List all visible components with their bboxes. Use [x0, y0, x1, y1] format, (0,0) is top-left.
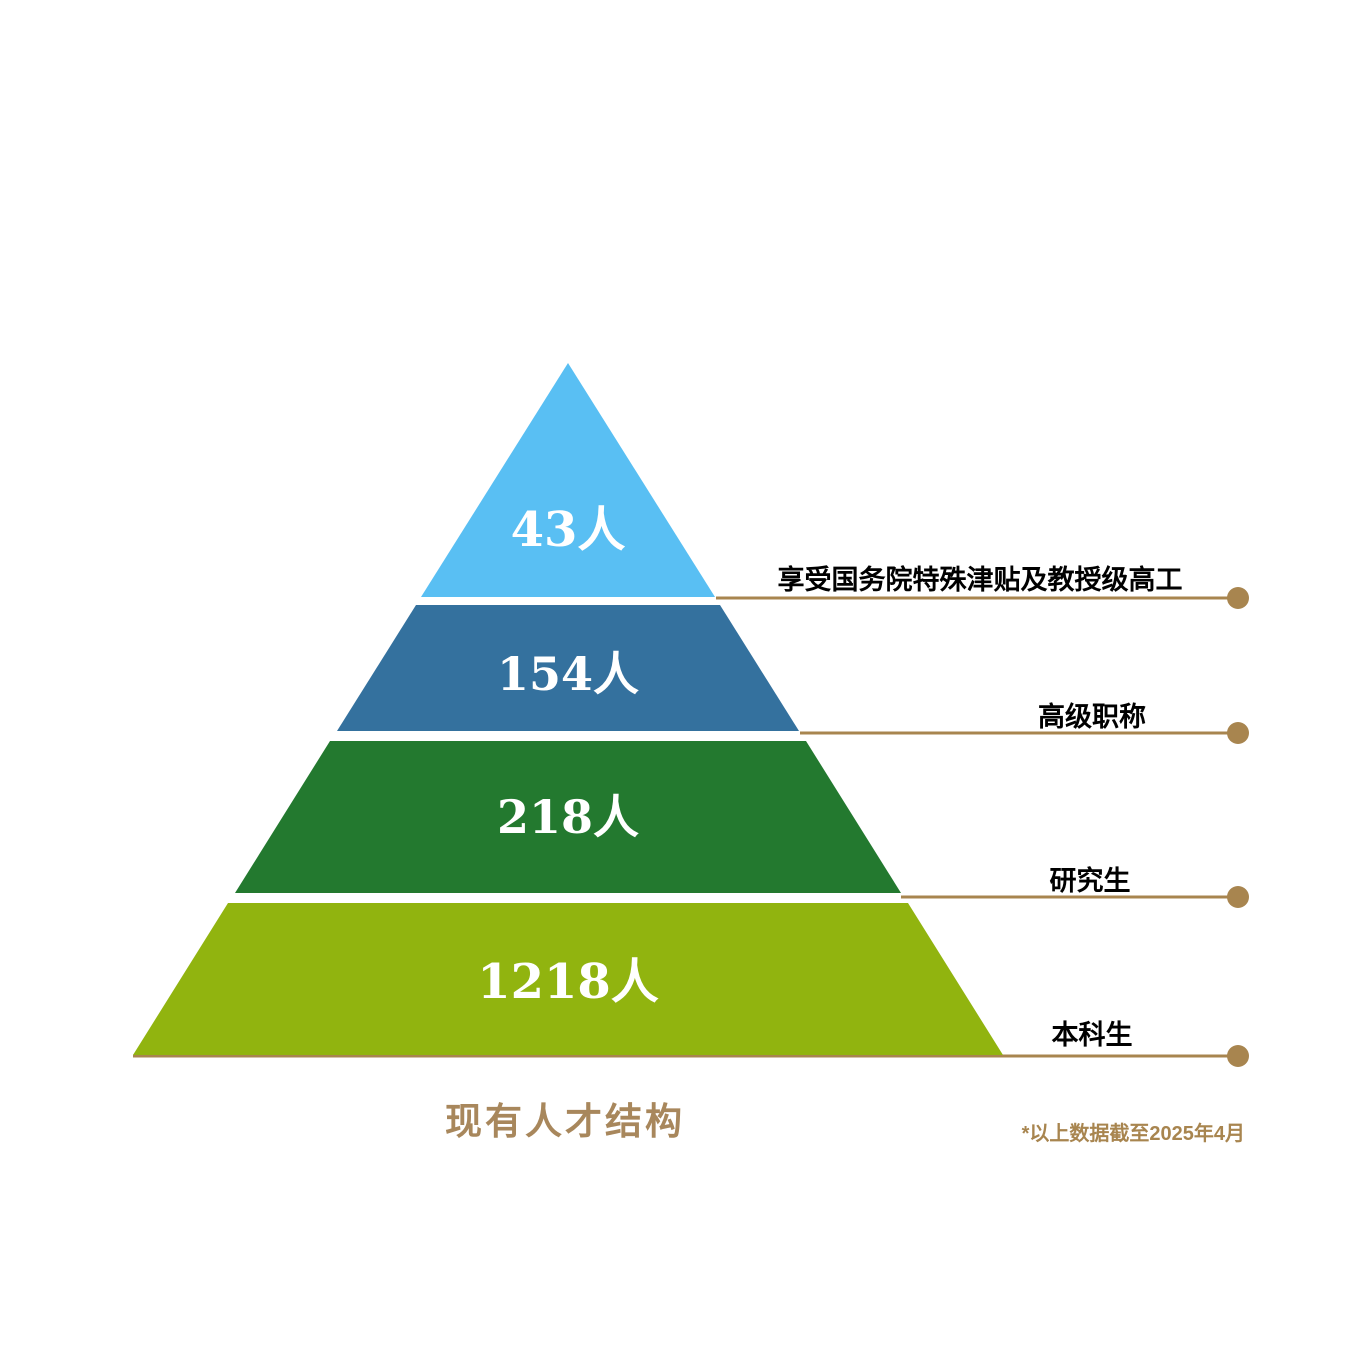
chart-footnote: *以上数据截至2025年4月 [1022, 1121, 1245, 1145]
pyramid-tier-1 [421, 363, 715, 597]
pyramid-tier-2 [337, 605, 799, 731]
pyramid-tier-3 [235, 741, 901, 893]
callout-dot-senior-title [1227, 722, 1249, 744]
tier-2-value: 154人 [497, 647, 639, 701]
tier-3-value: 218人 [497, 790, 639, 844]
callout-dot-undergraduate [1227, 1045, 1249, 1067]
callout-label-undergraduate: 本科生 [1052, 1020, 1133, 1050]
callout-dot-special-allowance [1227, 587, 1249, 609]
tier-4-value: 1218人 [477, 954, 659, 1010]
pyramid-tier-4 [133, 903, 1003, 1055]
tier-1-value: 43人 [511, 502, 626, 558]
callout-dot-graduate [1227, 886, 1249, 908]
chart-title: 现有人才结构 [445, 1101, 685, 1142]
callout-label-graduate: 研究生 [1050, 865, 1131, 896]
callout-label-senior-title: 高级职称 [1038, 701, 1146, 732]
callout-label-special-allowance: 享受国务院特殊津贴及教授级高工 [778, 564, 1183, 595]
